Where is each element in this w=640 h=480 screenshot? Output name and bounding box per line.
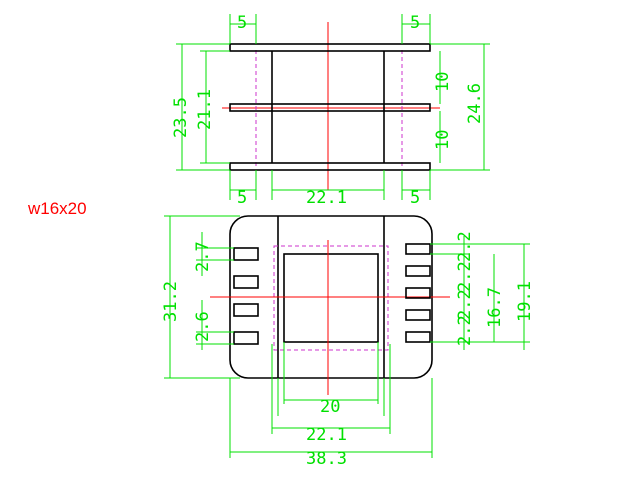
- side-dims: [176, 14, 490, 200]
- side-height-left-inner: 21.1: [195, 89, 215, 130]
- side-height-right-total: 24.6: [465, 83, 485, 124]
- top-window: [283, 253, 379, 343]
- side-top-flange: [229, 43, 431, 52]
- top-pin-pitch-right-1: 2.2: [455, 231, 475, 262]
- top-pin-span-inner: 16.7: [485, 287, 505, 328]
- top-view: 31.2 2.7 2.6 2.2 2.2 2.2 2.2 16.7 19.1 2…: [161, 215, 535, 469]
- top-pin-pitch-left-top: 2.7: [193, 241, 213, 272]
- side-slot-lower: 10: [433, 130, 453, 150]
- part-name: w16x20: [27, 199, 87, 218]
- top-hidden-outline: [273, 245, 389, 351]
- top-left-pins: [233, 247, 259, 345]
- side-height-left-outer: 23.5: [171, 97, 191, 138]
- top-pin-pitch-right-4: 2.2: [455, 315, 475, 346]
- top-overall-width: 38.3: [306, 449, 347, 469]
- side-flange-width-right: 5: [410, 13, 420, 33]
- top-overall-height: 31.2: [161, 281, 181, 322]
- top-dims: [164, 215, 530, 458]
- top-pin-pitch-right-2: 2.2: [455, 261, 475, 292]
- top-pin-pitch-right-3: 2.2: [455, 289, 475, 320]
- side-body-width: 22.1: [306, 188, 347, 208]
- side-bottom-flange: [229, 162, 431, 171]
- side-flange-width-bottom-right: 5: [410, 188, 420, 208]
- side-flange-width-bottom-left: 5: [237, 188, 247, 208]
- side-view: 5 5 5 5 22.1 23.5 21.1 10 10 24.6: [171, 13, 490, 208]
- side-slot-upper: 10: [433, 72, 453, 92]
- top-window-width: 20: [320, 397, 340, 417]
- top-right-pins: [405, 243, 431, 343]
- side-flange-width-left: 5: [237, 13, 247, 33]
- top-pin-span-outer: 19.1: [515, 281, 535, 322]
- side-mid-flange: [229, 103, 431, 112]
- top-pin-pitch-left-bottom: 2.6: [193, 311, 213, 342]
- top-body-width: 22.1: [306, 425, 347, 445]
